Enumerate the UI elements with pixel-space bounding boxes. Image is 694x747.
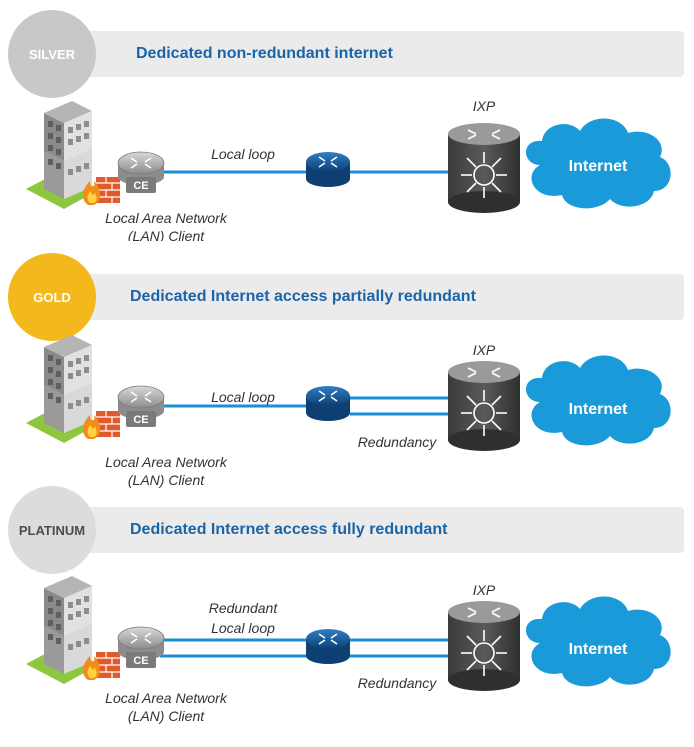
ixp-router-icon: IXP [448,98,520,213]
ce-label: CE [133,414,148,426]
ce-label: CE [133,655,148,667]
provider-router-icon [306,152,350,187]
internet-cloud-icon: Internet [526,596,671,687]
lan-label-line1: Local Area Network [105,210,228,226]
lan-label-line2: (LAN) Client [128,708,205,724]
building-icon [26,335,100,443]
badge-label: PLATINUM [18,522,86,538]
ixp-router-icon: IXP [448,582,520,691]
internet-cloud-icon: Internet [526,118,671,209]
redundancy-label: Redundancy [358,675,438,691]
badge-label: GOLD [33,289,71,305]
lan-label-line1: Local Area Network [105,690,228,706]
ixp-label: IXP [473,98,496,114]
tier-banner [20,507,684,553]
tier-platinum: PLATINUM Dedicated Internet access fully… [0,486,694,747]
ce-label: CE [133,180,148,192]
cloud-label: Internet [569,641,628,658]
tier-title: Dedicated non-redundant internet [136,45,393,62]
lan-label-line2: (LAN) Client [128,228,205,241]
building-icon [26,576,100,684]
ce-router-icon: CE [117,626,165,668]
provider-router-icon [306,629,350,664]
ce-router-icon: CE [117,151,165,193]
ixp-label: IXP [473,582,496,598]
tier-badge: GOLD [8,253,96,341]
network-diagram: CE IXP [26,98,671,241]
provider-router-icon [306,386,350,421]
local-loop-label: Local loop [211,389,275,405]
ce-router-icon: CE [117,385,165,427]
tier-gold: GOLD Dedicated Internet access partially… [0,253,694,514]
cloud-label: Internet [569,158,628,175]
tier-banner [20,274,684,320]
tier-banner [20,31,684,77]
cloud-label: Internet [569,401,628,418]
building-icon [26,101,100,209]
loop-label-line1: Redundant [209,600,279,616]
firewall-icon [82,411,120,439]
network-diagram: CE IXP Int [26,576,671,724]
lan-label-line1: Local Area Network [105,454,228,470]
internet-cloud-icon: Internet [526,355,671,446]
ixp-router-icon: IXP [448,342,520,451]
badge-label: SILVER [29,46,75,62]
firewall-icon [82,652,120,680]
firewall-icon [82,177,120,205]
tier-badge: SILVER [8,10,96,98]
tier-title: Dedicated Internet access fully redundan… [130,521,448,538]
local-loop-label: Local loop [211,146,275,162]
redundancy-label: Redundancy [358,434,438,450]
loop-label-line2: Local loop [211,620,275,636]
tier-title: Dedicated Internet access partially redu… [130,288,476,305]
tier-badge: PLATINUM [8,486,96,574]
network-diagram: CE IXP Int [26,335,671,488]
lan-label-line2: (LAN) Client [128,472,205,488]
ixp-label: IXP [473,342,496,358]
tier-silver: SILVER Dedicated non-redundant internet [0,10,694,271]
